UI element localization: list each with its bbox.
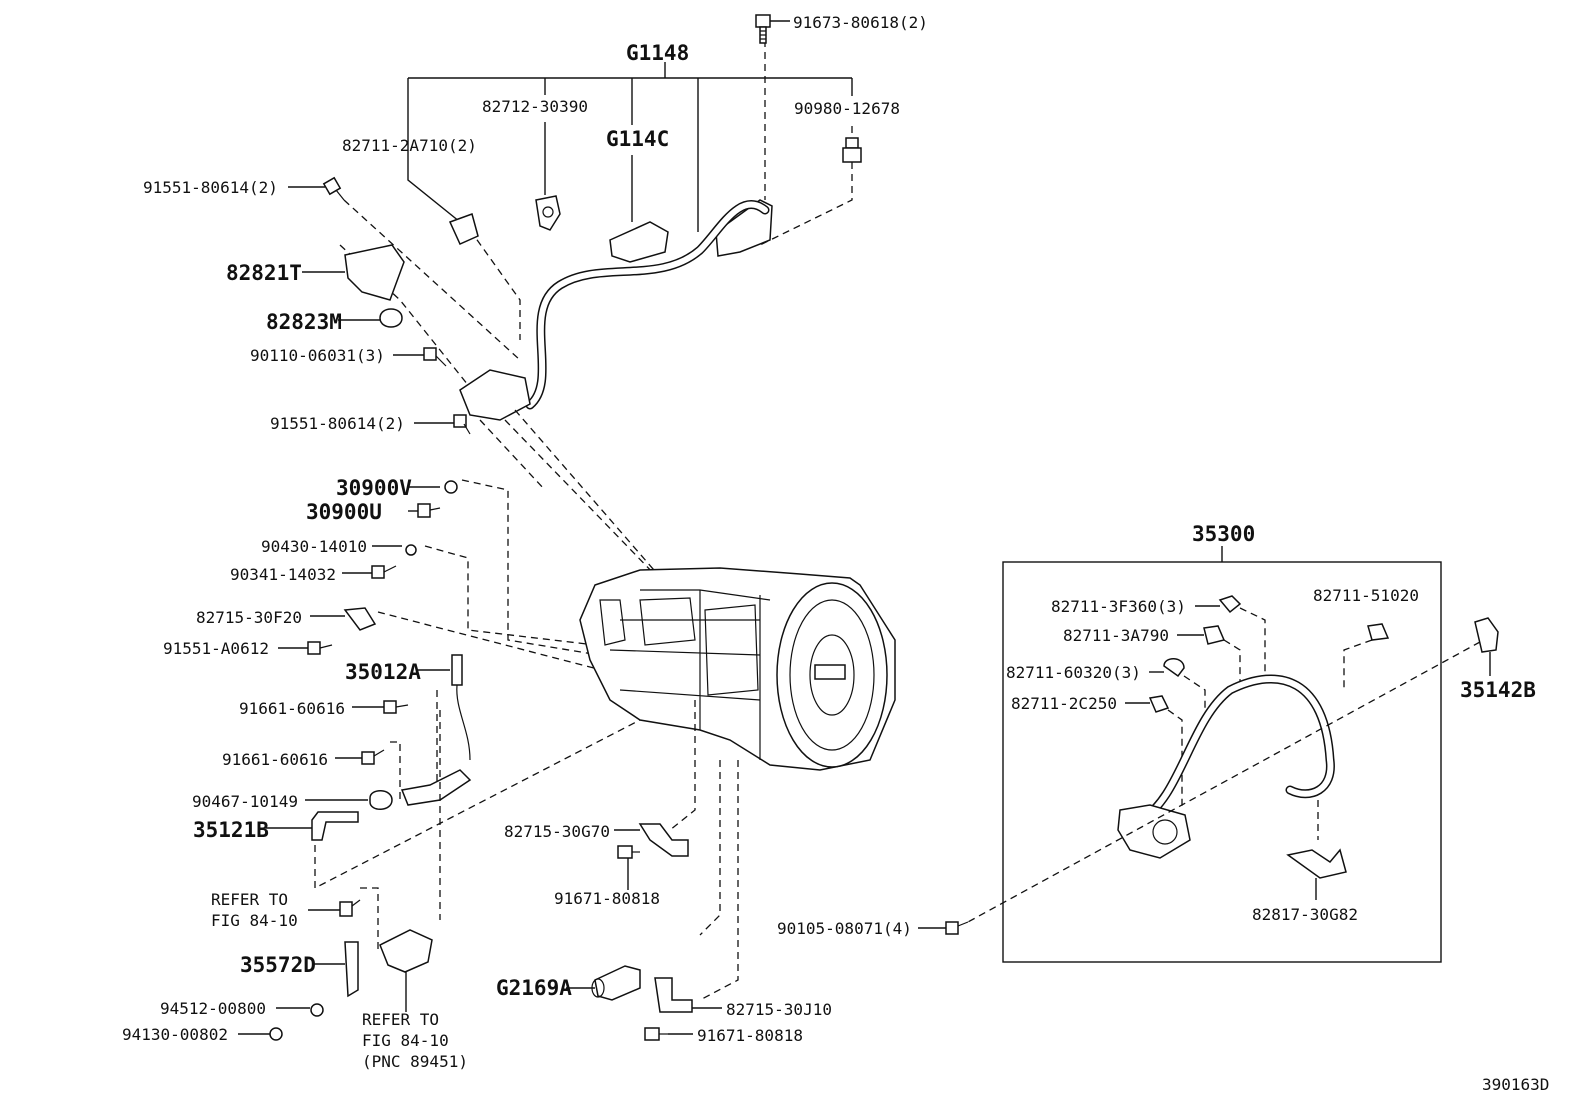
label-90341-14032: 90341-14032	[230, 565, 336, 584]
label-90430-14010: 90430-14010	[261, 537, 367, 556]
plug-icon	[842, 137, 862, 163]
transmission-assembly	[579, 567, 896, 771]
bolt-icon	[339, 899, 361, 917]
label-82821t: 82821T	[226, 261, 302, 285]
clip-icon	[448, 213, 479, 245]
label-82711-2c250: 82711-2C250	[1011, 694, 1117, 713]
label-91661-60616-b: 91661-60616	[222, 750, 328, 769]
bolt-icon	[617, 845, 640, 859]
connector-35142b-icon	[1474, 617, 1499, 653]
bolt-icon	[307, 641, 333, 655]
label-82711-51020: 82711-51020	[1313, 586, 1419, 605]
label-91673-80618: 91673-80618(2)	[793, 13, 928, 32]
label-82823m: 82823M	[266, 310, 342, 334]
connector-82817-icon	[1286, 848, 1347, 879]
label-90105-08071: 90105-08071(4)	[777, 919, 912, 938]
label-fig-84-10-2: FIG 84-10	[362, 1031, 449, 1050]
label-82711-3f360: 82711-3F360(3)	[1051, 597, 1186, 616]
label-82712-30390: 82712-30390	[482, 97, 588, 116]
label-90110-06031: 90110-06031(3)	[250, 346, 385, 365]
label-91671-80818-b: 91671-80818	[697, 1026, 803, 1045]
bracket-35572d-icon	[344, 941, 359, 998]
bolt-icon	[423, 347, 447, 367]
washer-icon	[310, 1003, 324, 1017]
label-35572d: 35572D	[240, 953, 316, 977]
label-pnc-89451: (PNC 89451)	[362, 1052, 468, 1071]
neutral-switch-icon	[379, 929, 433, 973]
connector-icon	[609, 221, 669, 263]
label-91671-80818-a: 91671-80818	[554, 889, 660, 908]
bracket-icon	[654, 977, 693, 1013]
label-91661-60616-a: 91661-60616	[239, 699, 345, 718]
actuator-motor-icon	[1117, 804, 1191, 859]
bolt-icon	[322, 176, 345, 201]
label-82715-30j10: 82715-30J10	[726, 1000, 832, 1019]
harness-clip-icon	[400, 769, 472, 806]
assembly-35300-group	[918, 546, 1499, 963]
label-35300: 35300	[1192, 522, 1255, 546]
bolt-icon	[417, 503, 441, 518]
clip-icon	[1218, 595, 1242, 614]
bolt-icon	[945, 921, 969, 935]
label-94130-00802: 94130-00802	[122, 1025, 228, 1044]
diagram-code: 390163D	[1482, 1075, 1549, 1094]
label-91551-a0612: 91551-A0612	[163, 639, 269, 658]
clip-icon	[1367, 623, 1390, 641]
label-g1148: G1148	[626, 41, 689, 65]
bolt-icon	[371, 565, 397, 579]
label-35012a: 35012A	[345, 660, 421, 684]
bolt-icon	[644, 1027, 668, 1041]
grommet-icon	[379, 308, 403, 328]
label-90980-12678: 90980-12678	[794, 99, 900, 118]
label-82817-30g82: 82817-30G82	[1252, 905, 1358, 924]
label-g114c: G114C	[606, 127, 669, 151]
bolt-icon	[453, 414, 471, 435]
plug-g2169a-icon	[591, 965, 641, 1001]
g1148-harness-group	[407, 14, 862, 410]
label-82715-30f20: 82715-30F20	[196, 608, 302, 627]
label-94512-00800: 94512-00800	[160, 999, 266, 1018]
washer-icon	[405, 544, 417, 556]
label-g2169a: G2169A	[496, 976, 572, 1000]
speed-sensor-icon	[451, 654, 471, 761]
bracket-icon	[638, 823, 689, 857]
left-side-parts	[238, 479, 691, 1041]
bottom-center-parts	[566, 823, 722, 1041]
hose-35121b-icon	[311, 811, 359, 841]
nut-icon	[269, 1027, 283, 1041]
label-refer-to-1: REFER TO	[211, 890, 288, 909]
label-90467-10149: 90467-10149	[192, 792, 298, 811]
label-refer-to-2: REFER TO	[362, 1010, 439, 1029]
label-91551-80614-mid: 91551-80614(2)	[270, 414, 405, 433]
label-fig-84-10-1: FIG 84-10	[211, 911, 298, 930]
label-30900v: 30900V	[336, 476, 412, 500]
bracket-icon	[343, 607, 377, 631]
clamp-icon	[369, 790, 393, 810]
bracket-82821t-icon	[344, 244, 405, 301]
bolt-icon	[755, 14, 771, 44]
bolt-icon	[361, 749, 385, 765]
label-30900u: 30900U	[306, 500, 382, 524]
label-35121b: 35121B	[193, 818, 269, 842]
label-82711-2a710: 82711-2A710(2)	[342, 136, 477, 155]
clip-icon	[1203, 625, 1226, 645]
bolt-icon	[383, 700, 409, 714]
label-82711-3a790: 82711-3A790	[1063, 626, 1169, 645]
washer-icon	[444, 480, 458, 494]
label-35142b: 35142B	[1460, 678, 1536, 702]
clip-icon	[535, 195, 561, 231]
label-91551-80614-top: 91551-80614(2)	[143, 178, 278, 197]
label-82715-30g70: 82715-30G70	[504, 822, 610, 841]
label-82711-60320: 82711-60320(3)	[1006, 663, 1141, 682]
connector-bracket-icon	[459, 369, 531, 421]
clip-icon	[1148, 695, 1170, 713]
clip-icon	[1163, 658, 1185, 678]
part-labels: G1148 91673-80618(2) 82712-30390 G114C 9…	[122, 13, 1549, 1094]
harness-bracket-icon	[715, 199, 773, 257]
left-upper-parts	[288, 176, 681, 601]
